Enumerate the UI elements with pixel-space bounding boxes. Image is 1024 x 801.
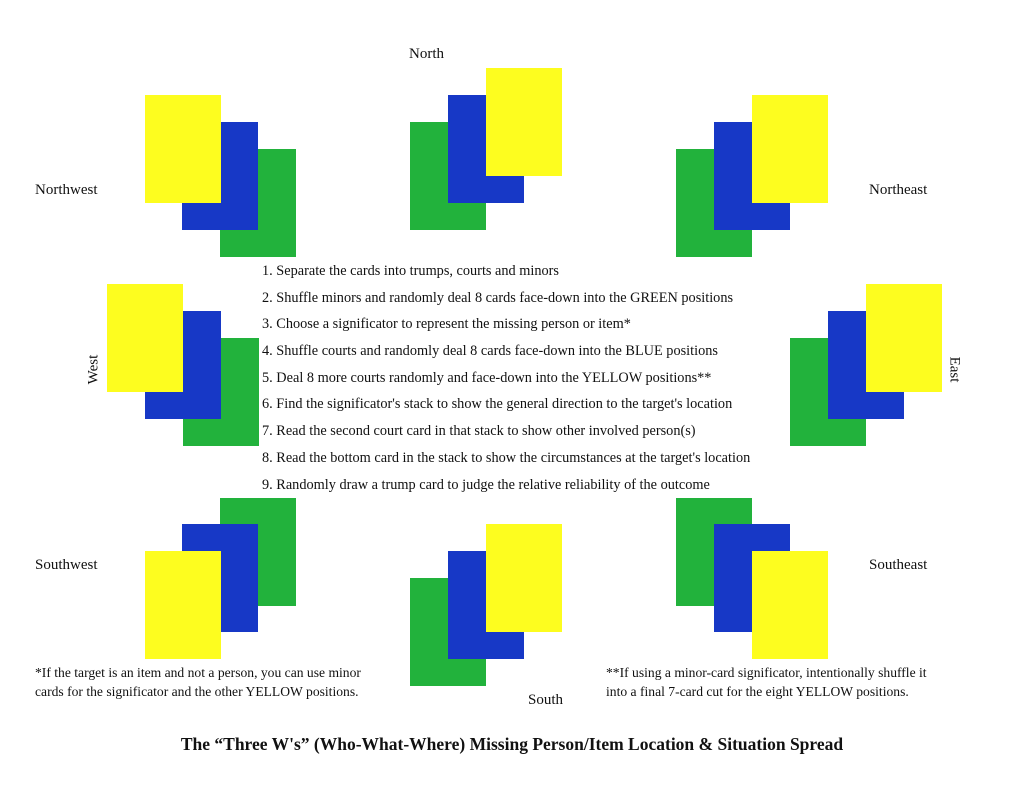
label-northeast: Northeast [869, 182, 928, 198]
yellow-card-northeast [752, 95, 828, 203]
footnote-right-line: **If using a minor-card significator, in… [606, 665, 927, 680]
yellow-card-northwest [145, 95, 221, 203]
label-northwest: Northwest [35, 182, 98, 198]
footnote-left-line: cards for the significator and the other… [35, 684, 359, 699]
label-southeast: Southeast [869, 557, 928, 573]
instruction-step: 6. Find the significator's stack to show… [262, 396, 733, 413]
yellow-card-north [486, 68, 562, 176]
instruction-step: 5. Deal 8 more courts randomly and face-… [262, 369, 712, 386]
instruction-step: 7. Read the second court card in that st… [262, 423, 696, 440]
label-southwest: Southwest [35, 557, 98, 573]
page-title: The “Three W's” (Who-What-Where) Missing… [180, 734, 844, 754]
footnote-right-line: into a final 7-card cut for the eight YE… [606, 684, 909, 699]
instruction-step: 3. Choose a significator to represent th… [262, 316, 631, 333]
instruction-list: 1. Separate the cards into trumps, court… [262, 262, 750, 502]
instruction-step: 9. Randomly draw a trump card to judge t… [262, 476, 710, 493]
yellow-card-southwest [145, 551, 221, 659]
yellow-card-west [107, 284, 183, 392]
instruction-step: 8. Read the bottom card in the stack to … [262, 449, 751, 466]
label-south: South [528, 692, 564, 708]
instruction-step: 4. Shuffle courts and randomly deal 8 ca… [262, 343, 718, 360]
label-west: West [85, 354, 102, 385]
instruction-step: 1. Separate the cards into trumps, court… [262, 263, 559, 279]
instruction-step: 2. Shuffle minors and randomly deal 8 ca… [262, 289, 734, 306]
yellow-card-east [866, 284, 942, 392]
yellow-card-south [486, 524, 562, 632]
footnote-right: **If using a minor-card significator, in… [606, 663, 927, 701]
yellow-card-southeast [752, 551, 828, 659]
label-north: North [409, 46, 444, 62]
label-east: East [946, 356, 963, 383]
footnote-left-line: *If the target is an item and not a pers… [35, 665, 361, 680]
footnote-left: *If the target is an item and not a pers… [35, 663, 361, 701]
